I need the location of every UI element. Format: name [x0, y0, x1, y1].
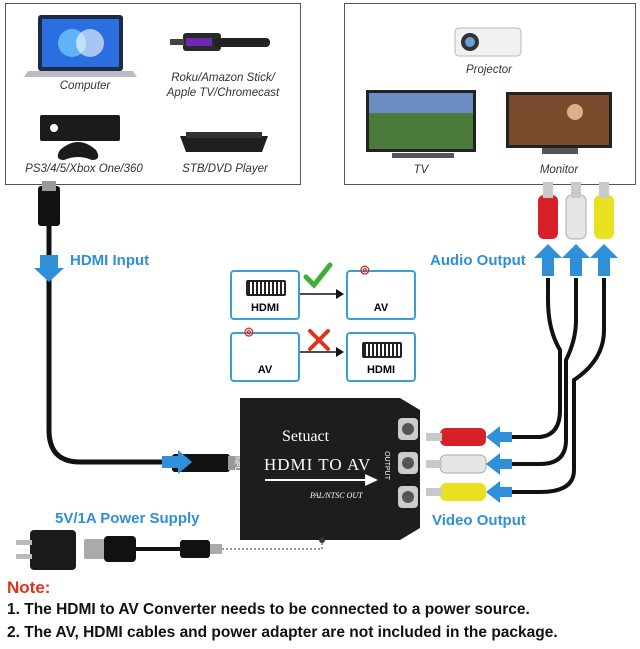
rca-side-plugs: [426, 428, 487, 501]
laptop-icon: [24, 15, 137, 77]
label-audio-output: Audio Output: [430, 252, 526, 269]
hdmi-input-arrow: [34, 255, 64, 282]
device-brand: Setuact: [282, 428, 330, 445]
rca-cables: [490, 278, 606, 494]
streaming-stick-icon: [170, 33, 270, 51]
compat-av-label-2: AV: [257, 364, 273, 376]
hdmi-plug-arrow: [162, 450, 192, 474]
note-line-1: 1. The HDMI to AV Converter needs to be …: [7, 601, 530, 618]
compat-av-box-2: ◎◎◎ AV: [230, 326, 300, 382]
label-video-output: Video Output: [432, 512, 526, 529]
compat-hdmi-label-2: HDMI: [366, 364, 396, 376]
stb-icon: [180, 132, 268, 152]
projector-icon: [454, 27, 522, 57]
tv-icon: [366, 90, 476, 158]
device-model: HDMI TO AV: [264, 455, 372, 474]
label-console: PS3/4/5/Xbox One/360: [25, 163, 143, 175]
note-title: Note:: [7, 578, 51, 597]
note-line-2: 2. The AV, HDMI cables and power adapter…: [7, 624, 558, 641]
label-stb: STB/DVD Player: [182, 163, 268, 175]
converter-box: [240, 398, 420, 540]
audio-output-arrows: [534, 244, 618, 276]
label-stick-1: Roku/Amazon Stick/: [171, 72, 275, 84]
monitor-icon: [506, 92, 612, 154]
label-power-supply: 5V/1A Power Supply: [55, 510, 200, 527]
compat-hdmi-box-2: HDMI: [346, 332, 416, 382]
compat-av-label: AV: [373, 302, 389, 314]
cross-icon: [308, 329, 330, 351]
compat-diagram: [300, 262, 344, 357]
compat-hdmi-label: HDMI: [250, 302, 280, 314]
compat-av-box: ◎◎◎ AV: [346, 264, 416, 320]
power-adapter-icon: [16, 530, 325, 570]
rca-top-plugs: [538, 182, 614, 240]
hdmi-cable: [38, 181, 240, 472]
check-icon: [303, 262, 333, 289]
console-icon: [40, 115, 120, 160]
label-monitor: Monitor: [539, 164, 579, 176]
device-input-port: INPUT: [233, 455, 240, 476]
label-tv: TV: [413, 164, 429, 176]
video-output-arrows: [486, 426, 512, 503]
label-stick-2: Apple TV/Chromecast: [166, 87, 280, 99]
hdmi-port-icon: [246, 280, 286, 296]
label-computer: Computer: [59, 80, 111, 92]
hdmi-port-icon: [362, 342, 402, 358]
device-standard: PAL/NTSC OUT: [310, 491, 363, 500]
compat-hdmi-box: HDMI: [230, 270, 300, 320]
label-projector: Projector: [465, 64, 513, 76]
label-hdmi-input: HDMI Input: [70, 252, 150, 269]
device-output-port: OUTPUT: [382, 451, 390, 480]
